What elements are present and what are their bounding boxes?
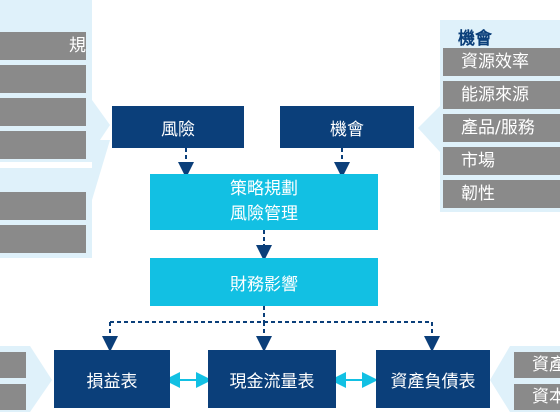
left-list-item bbox=[0, 98, 86, 126]
opportunity-panel-title: 機會 bbox=[458, 29, 492, 49]
opportunity-item: 資源效率 bbox=[443, 48, 560, 76]
left-list-item bbox=[0, 65, 86, 93]
income-statement-node: 損益表 bbox=[54, 350, 170, 408]
opportunity-node: 機會 bbox=[280, 106, 414, 148]
left-list-item: 規 bbox=[0, 32, 86, 60]
left-list-item bbox=[0, 192, 86, 220]
balance-sheet-node: 資產負債表 bbox=[376, 350, 490, 408]
opportunity-item: 能源來源 bbox=[443, 81, 560, 109]
strategy-line-1: 策略規劃 bbox=[230, 179, 298, 200]
financial-impact-node: 財務影響 bbox=[150, 258, 378, 306]
opportunity-item: 市場 bbox=[443, 147, 560, 175]
left-list-item bbox=[0, 225, 86, 253]
opportunity-item: 韌性 bbox=[443, 180, 560, 208]
left-list-item bbox=[0, 131, 86, 159]
cash-flow-node: 現金流量表 bbox=[208, 350, 336, 408]
strategy-line-2: 風險管理 bbox=[230, 204, 298, 224]
strategy-node: 策略規劃 風險管理 bbox=[150, 174, 378, 230]
opportunity-item: 產品/服務 bbox=[443, 114, 560, 142]
right-bottom-item: 資本 bbox=[514, 384, 560, 410]
left-middle-panel-arrow bbox=[92, 140, 110, 200]
right-bottom-item: 資產 bbox=[514, 352, 560, 378]
left-bottom-item bbox=[0, 384, 26, 410]
left-bottom-item bbox=[0, 352, 26, 378]
risk-node: 風險 bbox=[112, 106, 244, 148]
